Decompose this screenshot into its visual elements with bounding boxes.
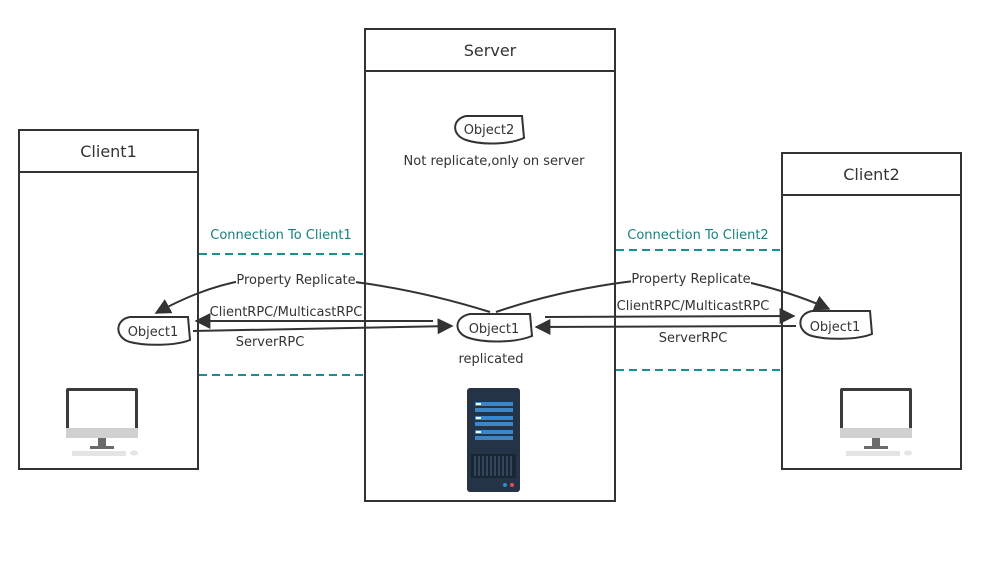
connection-client1-label: Connection To Client1 <box>210 228 351 243</box>
connection-client2-area <box>616 249 781 371</box>
right-client-rpc-edge <box>544 308 796 325</box>
server-object2-label: Object2 <box>464 123 515 138</box>
right-server-rpc-label: ServerRPC <box>659 331 728 346</box>
server-object1-caption: replicated <box>459 352 524 367</box>
client1-header: Client1 <box>20 131 197 173</box>
server-object2-caption: Not replicate,only on server <box>404 154 586 169</box>
client2-object1-node: Object1 <box>799 310 874 340</box>
right-property-replicate-label: Property Replicate <box>631 272 750 287</box>
client2-object1-label: Object1 <box>810 320 861 335</box>
client2-computer-icon <box>840 388 912 456</box>
left-client-rpc-label: ClientRPC/MulticastRPC <box>210 305 363 320</box>
left-server-rpc-edge <box>192 318 454 335</box>
connection-client1-area <box>199 253 364 376</box>
server-object2-node: Object2 <box>454 115 526 145</box>
server-object1-node: Object1 <box>456 313 534 343</box>
client2-title: Client2 <box>843 164 900 184</box>
server-title: Server <box>463 40 517 60</box>
client1-object1-node: Object1 <box>117 316 192 346</box>
left-property-replicate-label: Property Replicate <box>236 273 355 288</box>
right-client-rpc-label: ClientRPC/MulticastRPC <box>617 299 770 314</box>
connection-client2-label: Connection To Client2 <box>627 228 768 243</box>
client1-object1-label: Object1 <box>128 325 179 340</box>
client1-title: Client1 <box>80 141 137 161</box>
server-header: Server <box>366 30 614 72</box>
server-object1-label: Object1 <box>469 322 520 337</box>
client1-computer-icon <box>66 388 138 456</box>
client2-header: Client2 <box>783 154 960 196</box>
left-server-rpc-label: ServerRPC <box>236 335 305 350</box>
right-server-rpc-edge <box>534 318 797 335</box>
server-tower-icon <box>467 388 520 492</box>
